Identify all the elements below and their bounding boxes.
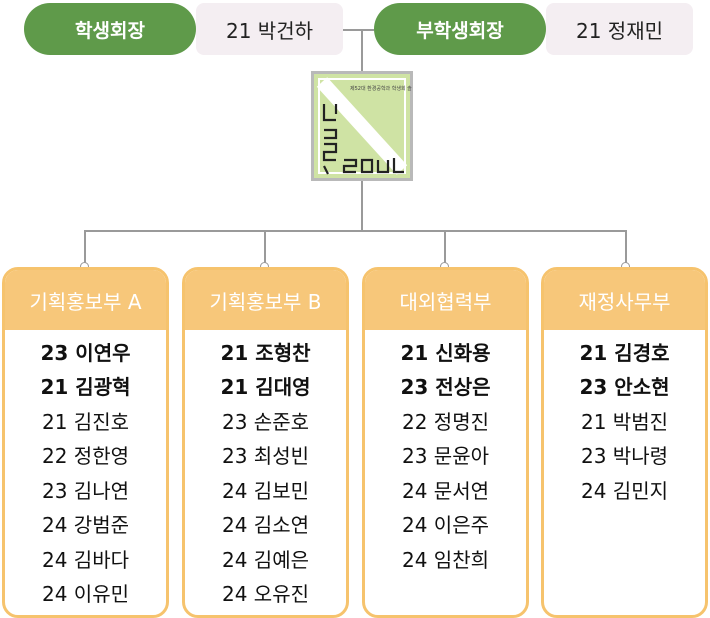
member-item: 22 정한영	[41, 444, 129, 469]
member-item: 24 임찬희	[401, 547, 489, 572]
dept-title: 대외협력부	[365, 270, 526, 330]
president-title: 학생회장	[24, 3, 196, 55]
member-item: 21 김대영	[220, 375, 311, 400]
member-item: 21 조형찬	[220, 340, 311, 365]
branch-2	[264, 230, 266, 266]
branch-1	[84, 230, 86, 266]
vice-president-name: 21 정재민	[546, 3, 693, 55]
trunk-bottom	[361, 181, 363, 230]
president-name: 21 박건하	[196, 3, 343, 55]
member-item: 24 강범준	[41, 513, 129, 538]
member-item: 21 김광혁	[40, 375, 131, 400]
member-item: 24 문서연	[401, 478, 489, 503]
member-item: 24 김예은	[221, 547, 309, 572]
member-item: 24 김소연	[221, 513, 309, 538]
branch-3	[444, 230, 446, 266]
dept-card-external-relations: 대외협력부 21 신화용 23 전상은 22 정명진 23 문윤아 24 문서연…	[362, 267, 529, 618]
member-item: 23 최성빈	[221, 444, 309, 469]
member-item: 21 신화용	[400, 340, 491, 365]
vice-president-title: 부학생회장	[374, 3, 546, 55]
member-item: 24 이은주	[401, 513, 489, 538]
member-list: 21 조형찬 21 김대영 23 손준호 23 최성빈 24 김보민 24 김소…	[185, 330, 346, 610]
member-item: 24 김민지	[580, 478, 668, 503]
branch-4	[625, 230, 627, 266]
member-item: 23 이연우	[40, 340, 131, 365]
member-item: 23 전상은	[400, 375, 491, 400]
member-item: 24 김보민	[221, 478, 309, 503]
trunk-top	[361, 29, 363, 72]
member-list: 23 이연우 21 김광혁 21 김진호 22 정한영 23 김나연 24 강범…	[5, 330, 166, 610]
member-item: 21 박범진	[580, 409, 668, 434]
logo-graphic	[316, 77, 408, 175]
leader-connector	[343, 29, 374, 31]
dept-title: 기획홍보부 A	[5, 270, 166, 330]
member-item: 23 김나연	[41, 478, 129, 503]
branch-horizontal	[84, 230, 626, 232]
dept-card-planning-a: 기획홍보부 A 23 이연우 21 김광혁 21 김진호 22 정한영 23 김…	[2, 267, 169, 618]
member-item: 22 정명진	[401, 409, 489, 434]
member-item: 23 손준호	[221, 409, 309, 434]
member-item: 24 김바다	[41, 547, 129, 572]
member-item: 21 김경호	[579, 340, 670, 365]
member-list: 21 신화용 23 전상은 22 정명진 23 문윤아 24 문서연 24 이은…	[365, 330, 526, 576]
member-item: 24 이유민	[41, 582, 129, 607]
member-item: 21 김진호	[41, 409, 129, 434]
dept-card-finance-admin: 재정사무부 21 김경호 23 안소현 21 박범진 23 박나령 24 김민지	[541, 267, 708, 618]
logo-caption: 제52대 환경공학과 학생회 솔	[350, 86, 412, 92]
member-item: 23 안소현	[579, 375, 670, 400]
dept-card-planning-b: 기획홍보부 B 21 조형찬 21 김대영 23 손준호 23 최성빈 24 김…	[182, 267, 349, 618]
council-logo: 제52대 환경공학과 학생회 솔	[311, 71, 413, 181]
member-item: 23 문윤아	[401, 444, 489, 469]
dept-title: 기획홍보부 B	[185, 270, 346, 330]
member-item: 23 박나령	[580, 444, 668, 469]
member-list: 21 김경호 23 안소현 21 박범진 23 박나령 24 김민지	[544, 330, 705, 507]
dept-title: 재정사무부	[544, 270, 705, 330]
member-item: 24 오유진	[221, 582, 309, 607]
